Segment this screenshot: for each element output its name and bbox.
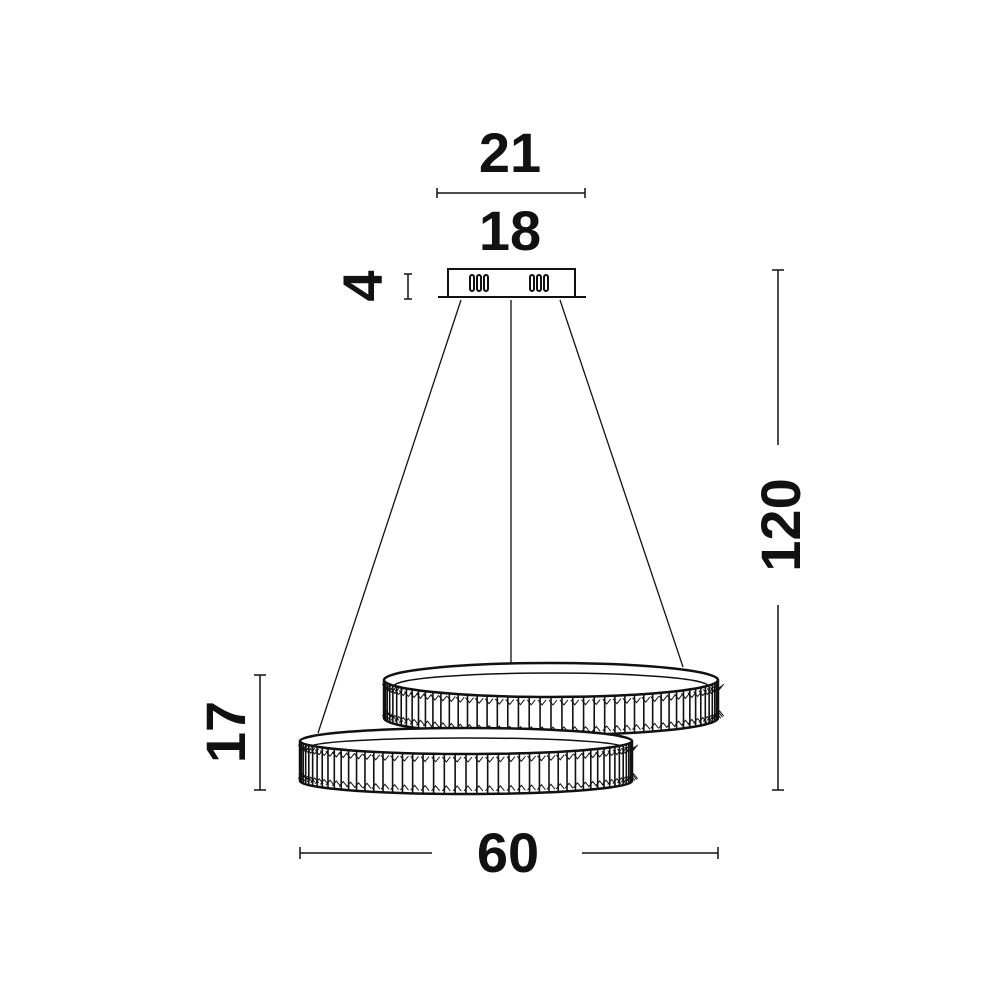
dim-line-21 [436, 188, 586, 198]
dim-label-ring-height: 17 [194, 701, 257, 763]
dim-label-canopy-inner-width: 18 [479, 199, 541, 262]
crystal-ring-lower [297, 726, 639, 796]
dim-label-total-width: 60 [477, 821, 539, 884]
dim-label-total-height: 120 [749, 478, 812, 571]
dim-label-canopy-outer-width: 21 [479, 121, 541, 184]
dim-line-4 [404, 273, 412, 300]
dim-line-120 [772, 269, 784, 791]
dim-line-60 [299, 847, 719, 859]
dim-label-canopy-height: 4 [331, 270, 394, 301]
ceiling-canopy [438, 268, 586, 298]
crystal-ring-upper [381, 661, 725, 737]
suspension-cables [317, 299, 684, 734]
dim-line-17 [254, 674, 266, 791]
